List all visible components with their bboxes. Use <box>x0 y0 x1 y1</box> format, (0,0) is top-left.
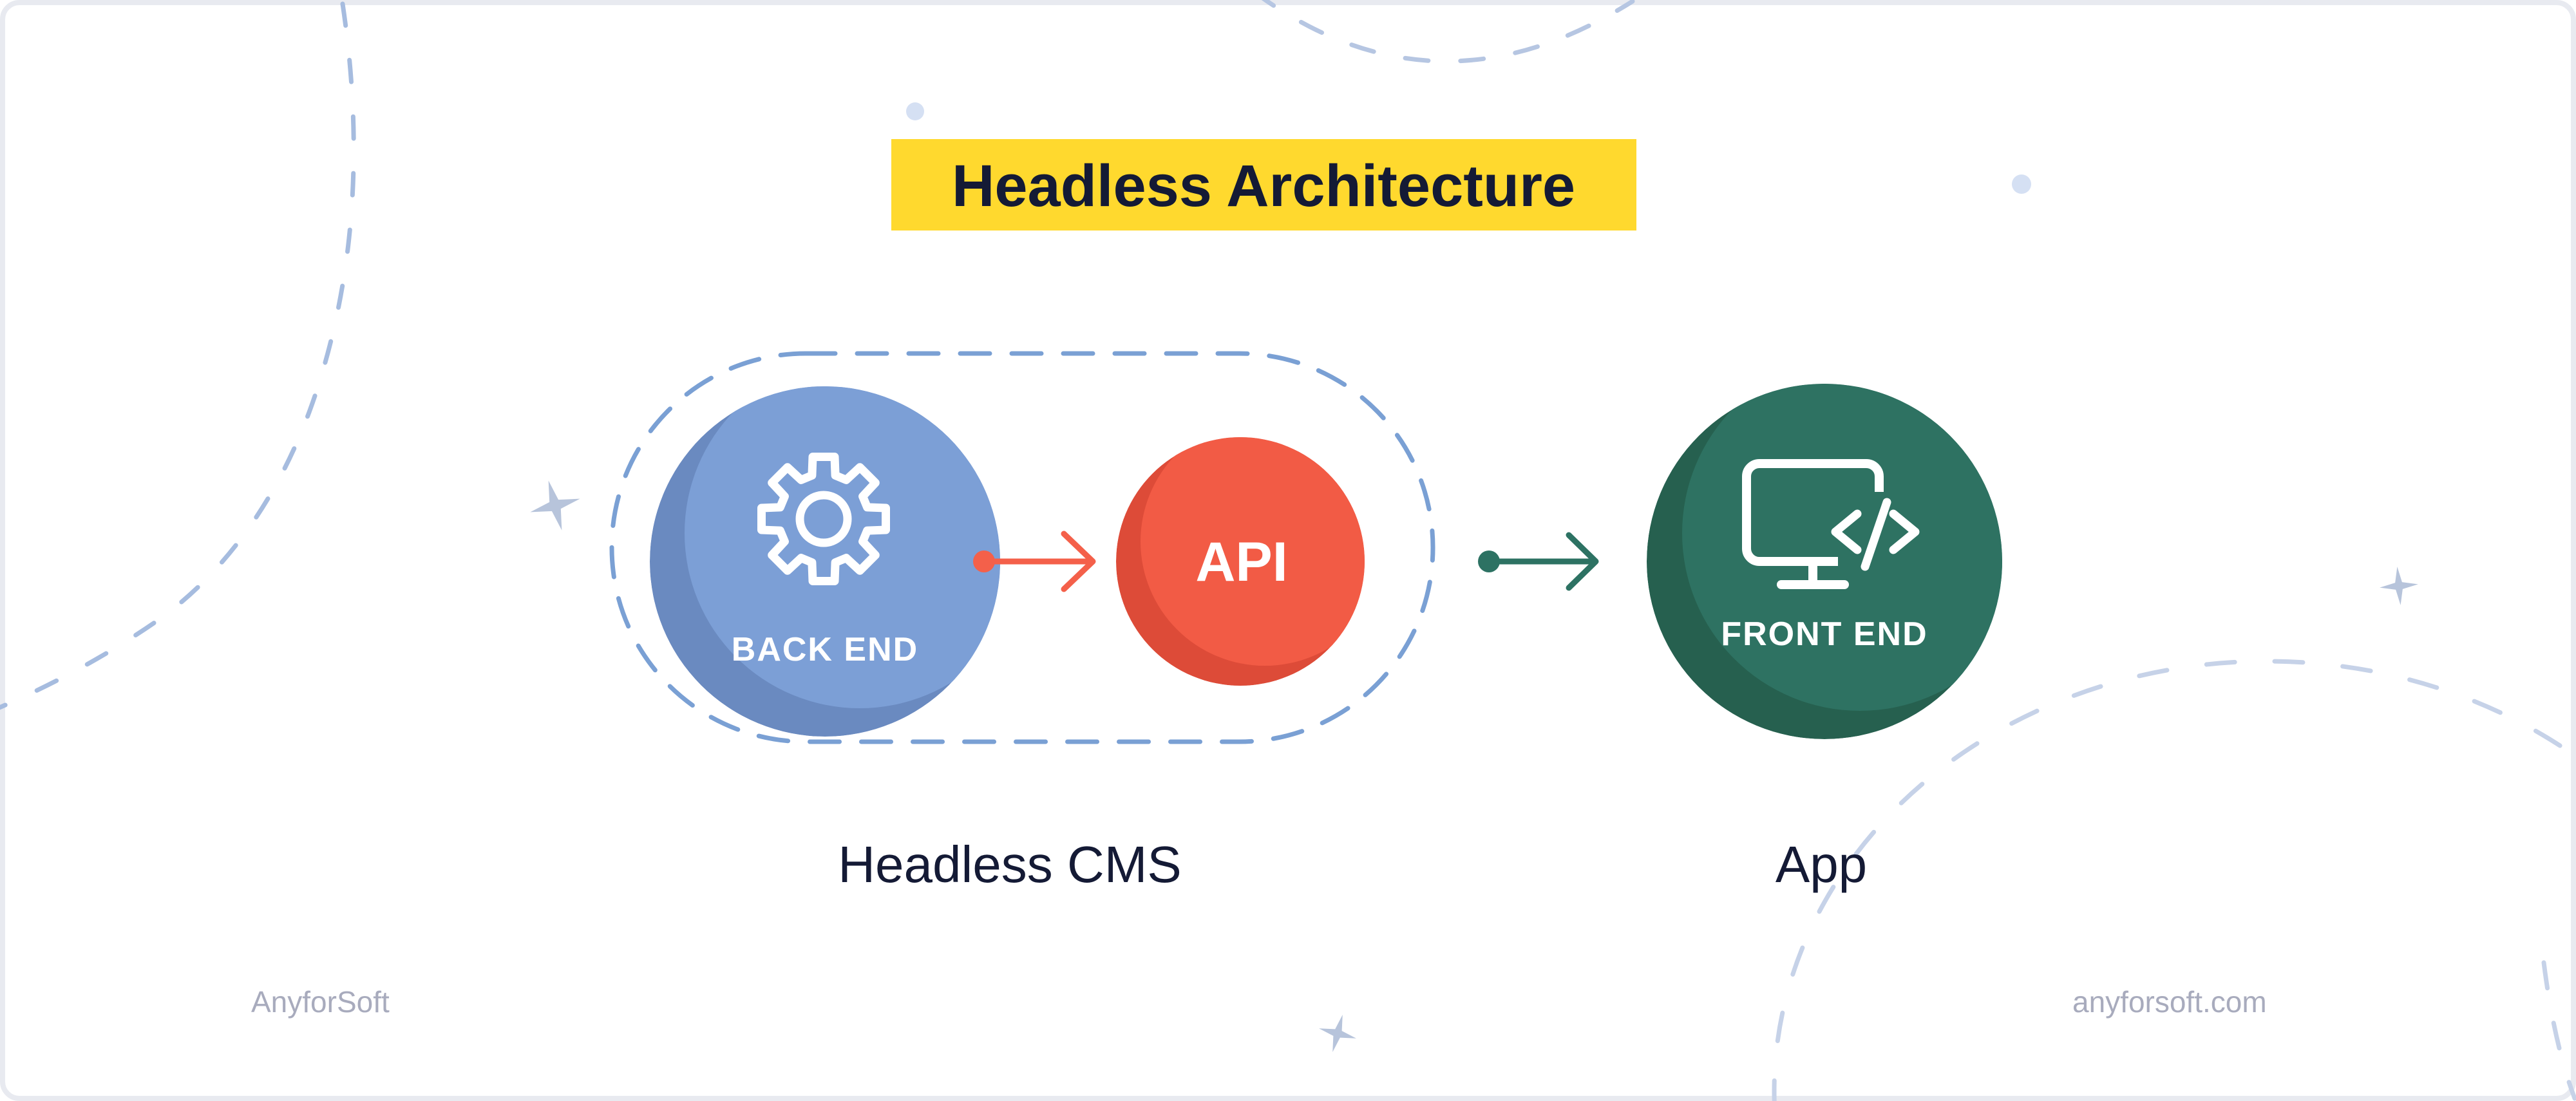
arrow-backend-to-api <box>973 531 1096 592</box>
dashed-arc-top <box>1261 0 1635 64</box>
page-title: Headless Architecture <box>952 153 1575 219</box>
watermark-right: anyforsoft.com <box>2072 985 2267 1019</box>
arrow-cms-to-app <box>1478 532 1599 591</box>
dot-top-left <box>906 102 924 120</box>
code-brackets-icon <box>1831 498 1920 571</box>
dot-top-right <box>2012 174 2031 194</box>
sparkle-stars <box>530 480 2418 1052</box>
sparkle-star-bottom-icon <box>1319 1015 1356 1052</box>
api-label: API <box>1195 531 1287 593</box>
dashed-curve-left <box>0 1 356 710</box>
title-highlight <box>891 139 1636 231</box>
app-caption: App <box>1776 836 1867 893</box>
gear-hub-icon <box>795 491 852 547</box>
api-node: API <box>1116 437 1365 686</box>
frontend-label: FRONT END <box>1721 616 1927 653</box>
watermark-left: AnyforSoft <box>251 985 390 1019</box>
code-monitor-icon <box>1742 459 1928 589</box>
dashed-ellipse-right <box>1772 659 2576 1101</box>
sparkle-star-left-icon <box>530 480 580 531</box>
cms-boundary <box>609 351 1435 744</box>
backend-node: BACK END <box>650 386 1000 737</box>
green-arrow-head-icon <box>1566 532 1599 591</box>
title-banner: Headless Architecture <box>891 139 1636 231</box>
red-arrow-head-icon <box>1061 531 1096 592</box>
api-circle <box>1141 437 1365 666</box>
gear-icon <box>757 453 890 585</box>
backend-label: BACK END <box>732 631 918 668</box>
backend-circle <box>685 386 1000 708</box>
dashed-arc-bottom-right <box>2541 960 2576 1101</box>
sparkle-star-right-icon <box>2380 567 2418 605</box>
frontend-node: FRONT END <box>1647 384 2002 739</box>
cms-caption: Headless CMS <box>838 836 1182 893</box>
